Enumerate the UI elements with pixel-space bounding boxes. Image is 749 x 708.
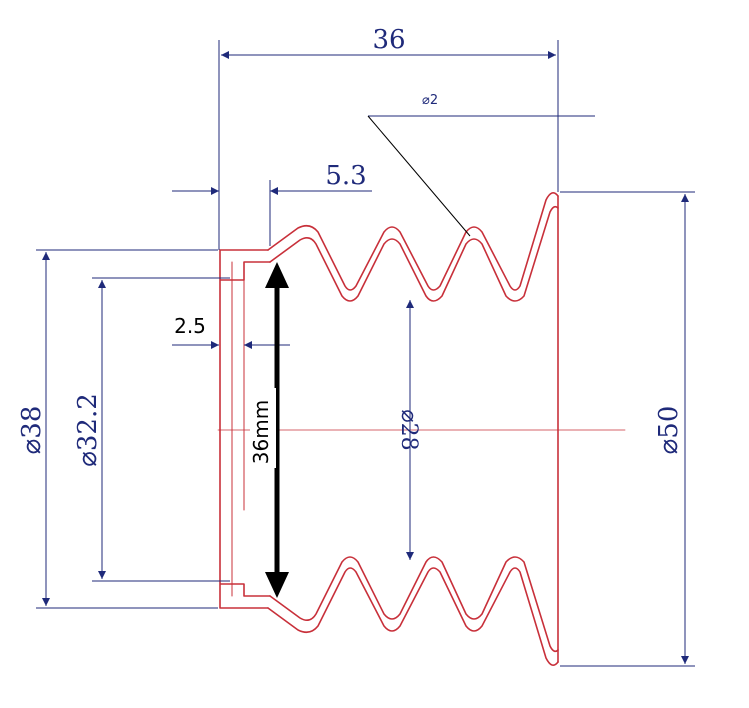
top-folds-inner (269, 205, 559, 302)
top-folds-outer (267, 192, 559, 291)
label-wall: 2.5 (174, 314, 206, 338)
neck-bottom (219, 429, 271, 609)
label-inner-fold-dia: ⌀28 (396, 409, 421, 450)
label-overall-length: 36 (372, 25, 405, 55)
label-inner-neck-dia: ⌀32.2 (73, 393, 103, 467)
bottom-folds-inner (269, 556, 559, 653)
label-outer-neck-dia: ⌀38 (17, 406, 47, 455)
inner-length-arrow (250, 262, 289, 598)
label-flange-dia: ⌀50 (654, 406, 684, 455)
dimensions (36, 40, 695, 667)
label-step-length: 5.3 (325, 161, 366, 191)
label-inner-length: 36mm (249, 400, 273, 464)
label-fillet: ⌀2 (422, 93, 438, 108)
bottom-folds-outer (267, 567, 559, 666)
part-outline (217, 192, 626, 666)
